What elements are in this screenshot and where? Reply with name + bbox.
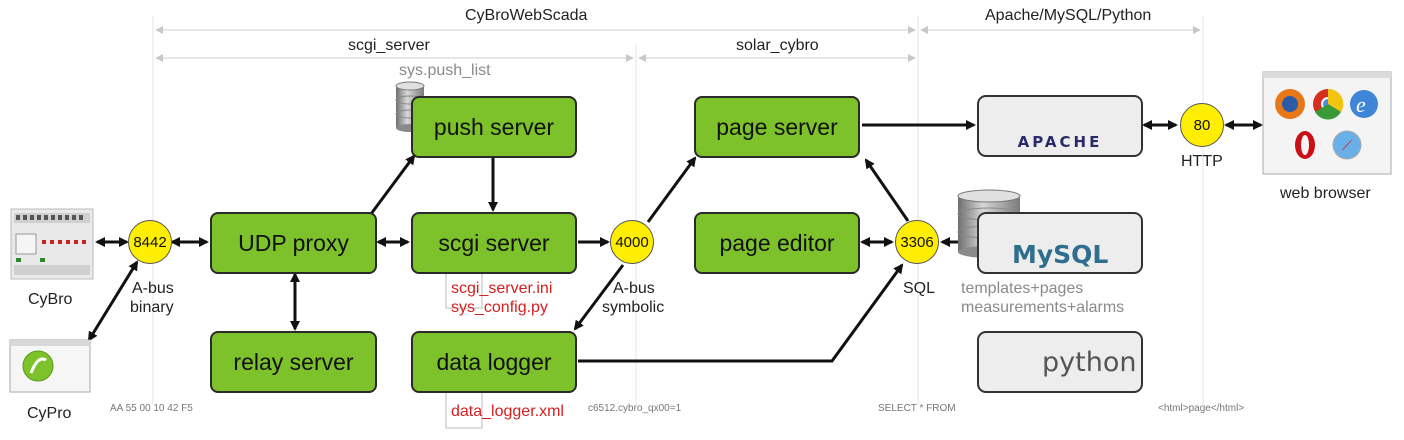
python-box: python	[977, 331, 1143, 393]
svg-text:e: e	[1356, 92, 1366, 117]
connectors	[87, 120, 1263, 363]
cypro-window-icon	[9, 339, 91, 393]
python-logo-text: python	[1042, 347, 1137, 378]
header-apache-mysql-python: Apache/MySQL/Python	[985, 7, 1152, 24]
mysql-note-line1: templates+pages	[961, 280, 1084, 297]
udp-proxy-node: UDP proxy	[210, 212, 377, 274]
web-browser-icon: e	[1262, 71, 1392, 175]
example-abus-binary: AA 55 00 10 42 F5	[110, 403, 193, 414]
port-3306: 3306	[895, 220, 939, 264]
data-logger-xml-file: data_logger.xml	[451, 403, 564, 420]
data-logger-to-3306	[578, 263, 904, 363]
relay-server-node: relay server	[210, 331, 377, 393]
http-label: HTTP	[1181, 153, 1223, 170]
data-logger-node: data logger	[411, 331, 577, 393]
abus-binary-label-line1: A-bus	[132, 280, 174, 297]
web-browser-label: web browser	[1280, 185, 1371, 202]
header-scgi-server: scgi_server	[348, 37, 430, 54]
sql-label: SQL	[903, 280, 936, 297]
sys-push-list-label: sys.push_list	[399, 62, 491, 79]
cypro-to-8442	[87, 260, 139, 342]
page-editor-node: page editor	[694, 212, 860, 274]
example-http: <html>page</html>	[1158, 403, 1245, 414]
header-cybrowebscada: CyBroWebScada	[465, 7, 588, 24]
header-solar-cybro: solar_cybro	[736, 37, 819, 54]
example-sql: SELECT * FROM	[878, 403, 956, 414]
abus-symbolic-label-line2: symbolic	[602, 299, 665, 316]
vertical-guides	[152, 16, 1204, 405]
mysql-box: MySQL	[977, 212, 1143, 274]
span-guides	[155, 26, 1201, 62]
4000-to-data-logger	[573, 264, 625, 331]
mysql-note-line2: measurements+alarms	[961, 299, 1125, 316]
port-8442: 8442	[128, 220, 172, 264]
scgi-server-ini-file: scgi_server.ini	[451, 280, 553, 297]
push-server-node: push server	[411, 96, 577, 158]
4000-to-page-server	[646, 156, 697, 223]
port-80: 80	[1180, 103, 1224, 147]
cybro-label: CyBro	[28, 291, 73, 308]
apache-box: APACHE	[977, 95, 1143, 157]
apache-logo-text: APACHE	[1017, 133, 1103, 151]
example-abus-symbolic: c6512.cybro_qx00=1	[588, 403, 682, 414]
page-server-node: page server	[694, 96, 860, 158]
port-4000: 4000	[610, 220, 654, 264]
cybro-device-icon	[10, 208, 94, 280]
cypro-label: CyPro	[27, 405, 72, 422]
mysql-logo-text: MySQL	[1012, 240, 1109, 269]
udp-to-push	[369, 154, 416, 215]
scgi-server-node: scgi server	[411, 212, 577, 274]
3306-to-page-server	[864, 158, 910, 222]
abus-symbolic-label-line1: A-bus	[613, 280, 655, 297]
sys-config-py-file: sys_config.py	[451, 299, 548, 316]
abus-binary-label-line2: binary	[130, 299, 174, 316]
